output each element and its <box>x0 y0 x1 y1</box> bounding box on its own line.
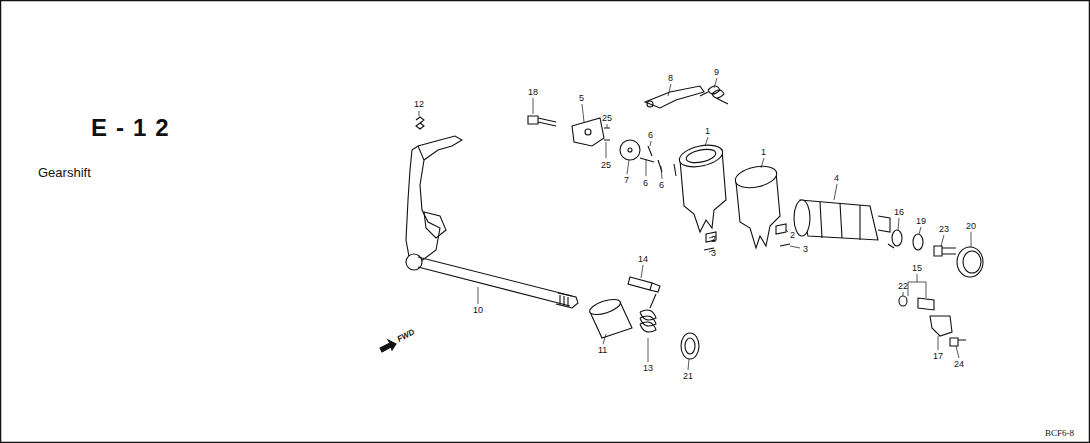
callout-number: 24 <box>954 360 964 369</box>
direction-mark: FWD <box>396 328 416 344</box>
callout-number: 22 <box>898 282 908 291</box>
callout-number: 12 <box>414 100 424 109</box>
callout-number: 10 <box>473 306 483 315</box>
callout-number: 9 <box>714 68 719 77</box>
callout-number: 3 <box>711 249 716 258</box>
section-name: Gearshift <box>38 166 91 179</box>
callout-number: 1 <box>761 148 766 157</box>
callout-number: 2 <box>790 231 795 240</box>
callout-number: 6 <box>659 181 664 190</box>
callout-number: 6 <box>643 179 648 188</box>
callout-number: 25 <box>601 161 611 170</box>
callout-number: 19 <box>916 217 926 226</box>
callout-number: 5 <box>579 94 584 103</box>
callout-number: 14 <box>638 255 648 264</box>
callout-number: 18 <box>528 88 538 97</box>
callout-number: 16 <box>894 208 904 217</box>
callout-number: 7 <box>624 176 629 185</box>
callout-number: 2 <box>711 235 716 244</box>
callout-number: 3 <box>803 245 808 254</box>
callout-number: 20 <box>966 222 976 231</box>
callout-number: 23 <box>939 225 949 234</box>
callout-number: 13 <box>643 364 653 373</box>
callout-number: 25 <box>602 114 612 123</box>
callout-number: 15 <box>912 264 922 273</box>
callout-number: 17 <box>933 352 943 361</box>
callout-number: 8 <box>668 74 673 83</box>
callout-number: 1 <box>705 127 710 136</box>
callout-number: 21 <box>683 372 693 381</box>
callout-number: 4 <box>834 174 839 183</box>
callout-number: 11 <box>598 346 607 355</box>
drawing-code: BCF6-8 <box>1045 429 1074 438</box>
callout-number: 6 <box>648 131 653 140</box>
section-code: E-12 <box>91 116 178 140</box>
